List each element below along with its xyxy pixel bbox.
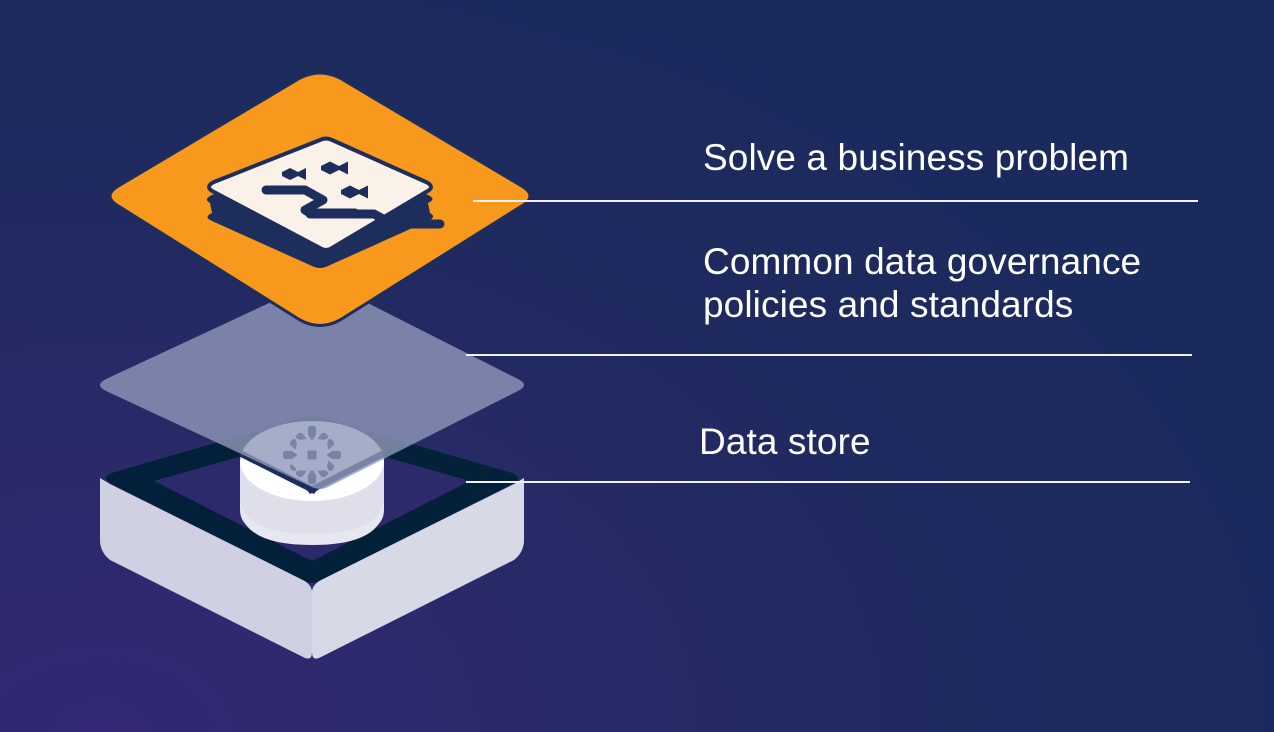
callout-data-store[interactable]: Data store — [699, 421, 871, 464]
layer-top-business-problem — [108, 71, 532, 327]
marker-right-icon — [341, 185, 368, 199]
callout-label: Common data governance policies and stan… — [703, 241, 1142, 325]
bottom-box-right-wall — [312, 478, 524, 659]
layer-middle-governance — [100, 281, 524, 489]
callout-common-data-governance[interactable]: Common data governance policies and stan… — [703, 241, 1141, 327]
callout-label: Data store — [699, 421, 871, 462]
callout-label: Solve a business problem — [703, 137, 1130, 178]
marker-left-icon — [282, 168, 306, 180]
data-store-puck-bottom — [240, 496, 384, 545]
analytics-marker-icons — [282, 161, 368, 199]
marker-top-icon — [321, 161, 348, 175]
bottom-box-left-wall — [100, 478, 312, 659]
middle-plate — [100, 281, 524, 489]
callout-solve-a-business-problem[interactable]: Solve a business problem — [703, 137, 1129, 180]
layer-bottom-data-store — [100, 415, 524, 659]
analytics-trend-line-tail-icon — [305, 209, 445, 229]
